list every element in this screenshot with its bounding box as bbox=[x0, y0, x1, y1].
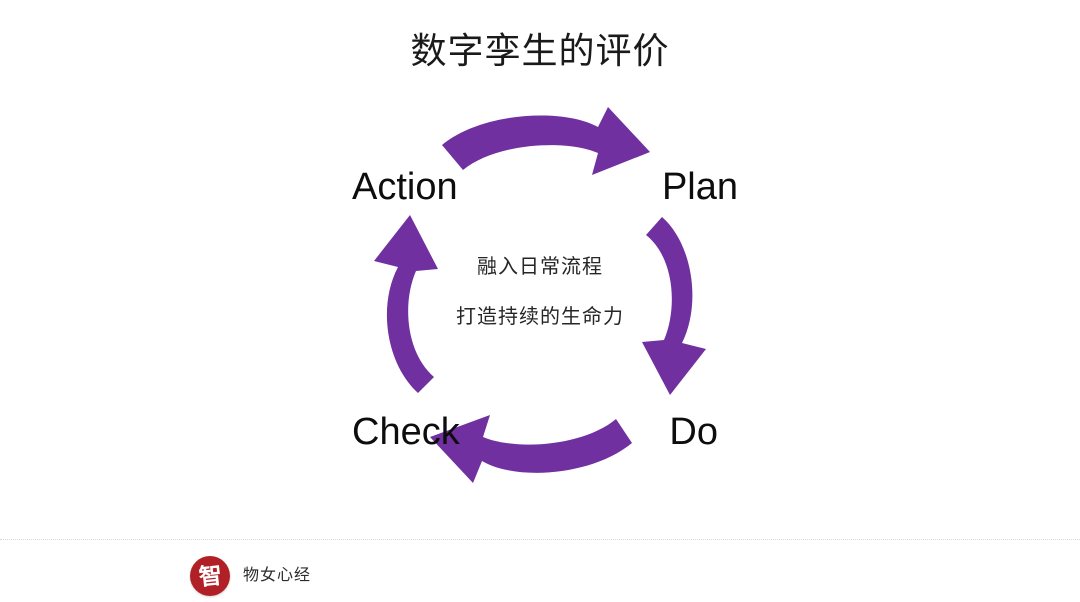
page-title: 数字孪生的评价 bbox=[410, 30, 670, 71]
cycle-node-do: Do bbox=[669, 411, 718, 453]
brand-name: 物女心经 bbox=[243, 567, 312, 584]
arrow-left-icon bbox=[374, 215, 438, 393]
brand-logo-icon: 智 bbox=[190, 556, 230, 596]
footer-divider bbox=[0, 539, 1080, 540]
cycle-node-plan: Plan bbox=[661, 166, 738, 208]
arrow-top-icon bbox=[442, 107, 650, 175]
cycle-node-action: Action bbox=[352, 166, 458, 208]
cycle-node-check: Check bbox=[352, 411, 460, 453]
cycle-arrows-svg bbox=[374, 107, 706, 483]
footer: 智 物女心经 bbox=[190, 556, 311, 596]
cycle-center-text: 融入日常流程 打造持续的生命力 bbox=[390, 253, 690, 331]
pdca-cycle-diagram: Action Plan Check Do 融入日常流程 打造持续的生命力 bbox=[330, 95, 750, 520]
cycle-center-line-2: 打造持续的生命力 bbox=[456, 306, 624, 328]
cycle-center-line-1: 融入日常流程 bbox=[477, 256, 603, 278]
arrow-bottom-icon bbox=[430, 415, 632, 483]
brand-logo-glyph: 智 bbox=[197, 561, 223, 591]
arrow-right-icon bbox=[642, 217, 706, 395]
